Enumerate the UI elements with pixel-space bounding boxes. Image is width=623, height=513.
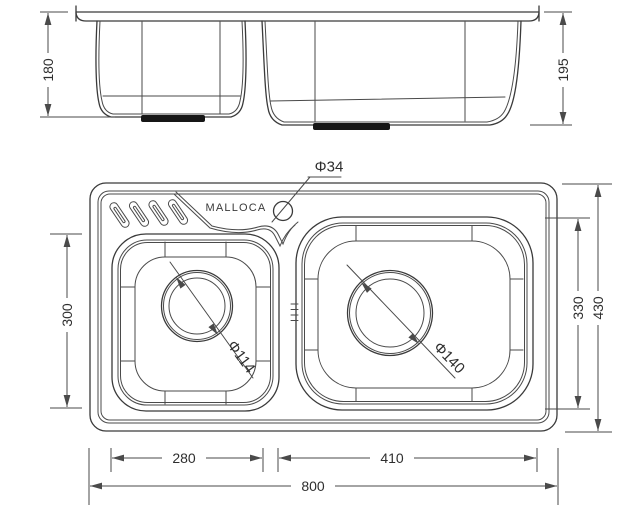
left-drain-fitting	[141, 115, 205, 122]
dim-label-300: 300	[59, 303, 75, 327]
dim-410: 410	[277, 448, 538, 472]
dim-label-280: 280	[172, 450, 196, 466]
faucet-hole-circle	[272, 200, 294, 222]
dim-330: 330	[545, 217, 590, 410]
deck-contour	[173, 191, 299, 248]
left-bowl-corner-ticks	[120, 241, 271, 405]
right-bowl-section	[261, 20, 522, 130]
left-drain-circle	[160, 269, 234, 343]
faucet-hole-label: Φ34	[315, 159, 344, 176]
right-bowl-plan: Φ140	[290, 216, 534, 411]
brand-logo-text: MALLOCA	[206, 202, 267, 214]
dim-300: 300	[50, 233, 82, 409]
dim-label-330: 330	[570, 296, 586, 320]
groove-slot	[167, 199, 189, 225]
weld-texture-dashes	[290, 303, 299, 321]
left-drain-label: Φ114	[224, 337, 259, 376]
sink-outline	[89, 182, 558, 432]
dim-180: 180	[39, 11, 115, 118]
dim-800: 800	[88, 448, 559, 505]
faucet-hole-callout: Φ34	[271, 159, 344, 223]
dim-195: 195	[530, 11, 572, 126]
groove-slots	[109, 199, 189, 228]
right-bowl-corner-ticks	[304, 225, 524, 402]
dim-430: 430	[562, 183, 612, 433]
groove-slot	[128, 201, 150, 227]
dim-phi140: Φ140	[346, 264, 468, 379]
right-drain-fitting	[313, 123, 390, 130]
dim-label-180: 180	[40, 58, 56, 82]
dim-label-430: 430	[590, 296, 606, 320]
dim-label-195: 195	[555, 58, 571, 82]
dim-label-800: 800	[301, 478, 325, 494]
dim-phi114: Φ114	[169, 261, 259, 379]
left-bowl-section	[95, 20, 247, 122]
dim-280: 280	[110, 448, 264, 472]
groove-slot	[148, 200, 169, 226]
right-drain-circle	[346, 269, 434, 357]
groove-slot	[109, 202, 130, 228]
left-bowl-plan: Φ114	[111, 233, 280, 412]
dim-label-410: 410	[380, 450, 404, 466]
sink-rim-profile	[75, 5, 540, 22]
plan-view: MALLOCA Φ34	[50, 159, 612, 505]
side-view: 180 195	[39, 5, 572, 130]
